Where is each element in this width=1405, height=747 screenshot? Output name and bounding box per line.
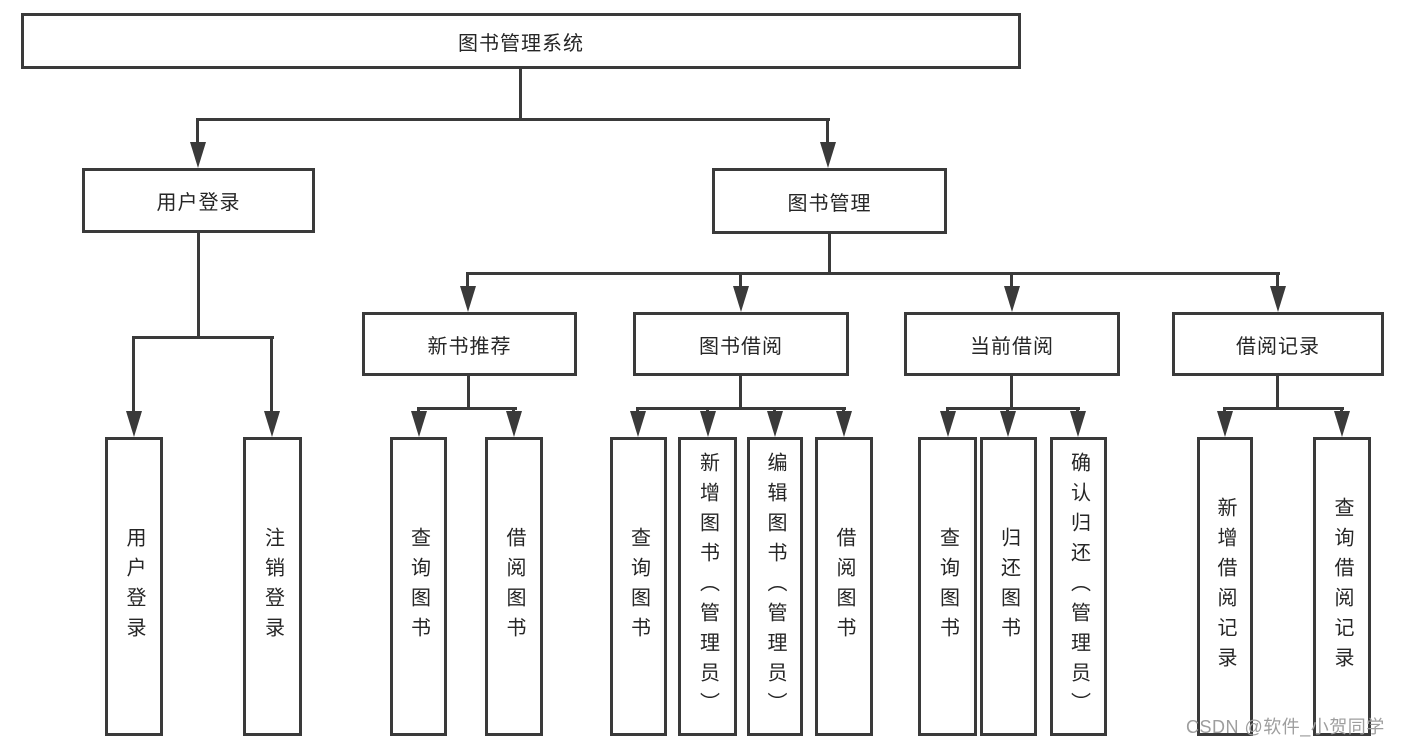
connector-line (519, 69, 522, 121)
node-label: 图书借阅 (699, 335, 783, 358)
node-borrow-books-recommend: 借阅图书 (485, 437, 543, 736)
node-label: 图书管理 (787, 192, 872, 215)
node-current-borrowing: 当前借阅 (904, 312, 1120, 376)
node-label: 借阅图书 (833, 526, 855, 647)
connector-line (132, 336, 135, 414)
arrow-down-icon (411, 411, 427, 437)
connector-line (196, 118, 830, 121)
arrow-down-icon (940, 411, 956, 437)
arrow-down-icon (1000, 411, 1016, 437)
arrow-down-icon (506, 411, 522, 437)
connector-line (467, 376, 470, 410)
node-label: 图书管理系统 (458, 32, 584, 55)
arrow-down-icon (460, 286, 476, 312)
arrow-down-icon (264, 411, 280, 437)
connector-line (466, 272, 1280, 275)
arrow-down-icon (1217, 411, 1233, 437)
connector-line (1223, 407, 1344, 410)
node-new-book-recommend: 新书推荐 (362, 312, 577, 376)
node-label: 查询图书 (936, 526, 959, 647)
node-confirm-return-admin: 确认归还（管理员） (1050, 437, 1107, 736)
node-query-books-current: 查询图书 (918, 437, 977, 736)
connector-line (826, 118, 829, 146)
node-label: 用户登录 (156, 192, 241, 214)
connector-line (196, 118, 199, 146)
node-add-borrow-record: 新增借阅记录 (1197, 437, 1253, 736)
node-label: 新书推荐 (427, 335, 512, 358)
node-borrow-books: 借阅图书 (815, 437, 873, 736)
connector-line (197, 233, 200, 339)
node-label: 查询图书 (627, 526, 650, 647)
node-user-login: 用户登录 (82, 168, 315, 233)
node-label: 编辑图书（管理员） (764, 451, 786, 722)
node-label: 当前借阅 (970, 335, 1054, 358)
node-query-books-borrowing: 查询图书 (610, 437, 667, 736)
node-label: 新增图书（管理员） (696, 451, 719, 722)
connector-line (739, 272, 742, 290)
arrow-down-icon (820, 142, 836, 168)
node-query-borrow-record: 查询借阅记录 (1313, 437, 1371, 736)
connector-line (132, 336, 274, 339)
node-label: 确认归还（管理员） (1067, 451, 1090, 722)
connector-line (636, 407, 846, 410)
node-label: 查询图书 (407, 526, 430, 647)
arrow-down-icon (700, 411, 716, 437)
arrow-down-icon (1004, 286, 1020, 312)
arrow-down-icon (1270, 286, 1286, 312)
connector-line (946, 407, 1080, 410)
connector-line (466, 272, 469, 290)
node-label: 借阅记录 (1236, 335, 1320, 358)
node-label: 归还图书 (997, 526, 1020, 647)
node-borrowing-records: 借阅记录 (1172, 312, 1384, 376)
connector-line (1276, 376, 1279, 410)
connector-line (739, 376, 742, 410)
node-logout: 注销登录 (243, 437, 302, 736)
connector-line (828, 234, 831, 275)
node-book-management: 图书管理 (712, 168, 947, 234)
connector-line (270, 336, 273, 414)
arrow-down-icon (1334, 411, 1350, 437)
node-label: 查询借阅记录 (1331, 496, 1353, 677)
arrow-down-icon (630, 411, 646, 437)
node-label: 借阅图书 (503, 526, 525, 647)
node-add-book-admin: 新增图书（管理员） (678, 437, 737, 736)
csdn-watermark: CSDN @软件_小贺同学 (1186, 717, 1385, 737)
node-book-borrowing: 图书借阅 (633, 312, 849, 376)
arrow-down-icon (733, 286, 749, 312)
connector-line (1010, 272, 1013, 290)
node-library-system: 图书管理系统 (21, 13, 1021, 69)
arrow-down-icon (190, 142, 206, 168)
arrow-down-icon (836, 411, 852, 437)
node-label: 注销登录 (261, 526, 284, 647)
node-label: 用户登录 (123, 526, 145, 647)
node-return-books: 归还图书 (980, 437, 1037, 736)
connector-line (1010, 376, 1013, 410)
arrow-down-icon (767, 411, 783, 437)
connector-line (1276, 272, 1279, 290)
node-label: 新增借阅记录 (1214, 496, 1236, 677)
node-query-books-recommend: 查询图书 (390, 437, 447, 736)
arrow-down-icon (1070, 411, 1086, 437)
arrow-down-icon (126, 411, 142, 437)
connector-line (417, 407, 517, 410)
node-user-login-leaf: 用户登录 (105, 437, 163, 736)
node-edit-book-admin: 编辑图书（管理员） (747, 437, 803, 736)
